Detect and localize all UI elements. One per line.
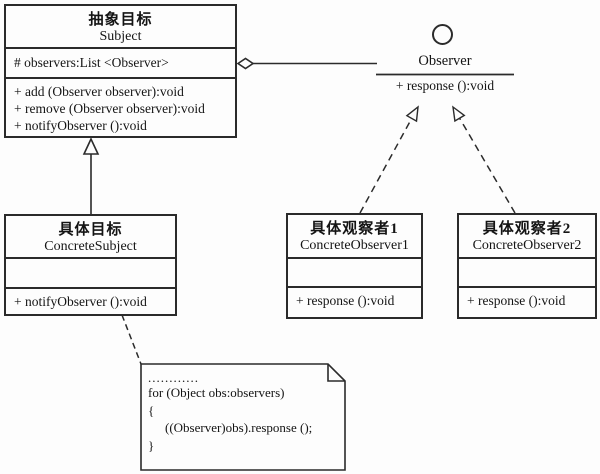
class-concrete-subject-name-cn: 具体目标 [58, 222, 123, 238]
realization-arrowhead-1-icon [405, 105, 419, 123]
method-row: + remove (Observer observer):void [14, 101, 205, 116]
note-shape [140, 363, 346, 471]
lollipop-interface-icon [432, 24, 453, 45]
note-line: for (Object obs:observers) [148, 385, 285, 400]
note-line: } [148, 437, 155, 453]
class-subject-title: 抽象目标 Subject [6, 6, 235, 49]
attribute-row: # observers:List <Observer> [14, 55, 169, 70]
note-line: ............ [148, 370, 199, 385]
code-note: ............ for (Object obs:observers) … [148, 371, 340, 454]
generalization-triangle-icon [82, 137, 100, 155]
class-concrete-subject-attributes [6, 259, 175, 289]
class-concrete-observer2: 具体观察者2 ConcreteObserver2 + response ():v… [457, 213, 597, 319]
realization-line-2 [458, 117, 516, 214]
note-connector-line [121, 314, 142, 365]
class-concrete-observer1-methods: + response ():void [288, 288, 421, 317]
class-subject-attributes: # observers:List <Observer> [6, 49, 235, 79]
note-dogear-icon [327, 364, 345, 382]
realization-line-1 [359, 118, 413, 214]
class-concrete-subject-title: 具体目标 ConcreteSubject [6, 216, 175, 259]
method-row: + notifyObserver ():void [14, 294, 147, 309]
method-row: + add (Observer observer):void [14, 84, 184, 99]
class-subject-methods: + add (Observer observer):void + remove … [6, 79, 235, 134]
class-subject: 抽象目标 Subject # observers:List <Observer>… [4, 4, 237, 138]
class-concrete-subject-name-en: ConcreteSubject [44, 239, 137, 254]
interface-observer-name: Observer [418, 53, 472, 69]
class-subject-name-cn: 抽象目标 [88, 12, 153, 28]
class-concrete-observer2-name-en: ConcreteObserver2 [472, 238, 582, 253]
method-row: + response ():void [296, 293, 395, 308]
class-concrete-observer1: 具体观察者1 ConcreteObserver1 + response ():v… [286, 213, 423, 319]
class-concrete-observer2-methods: + response ():void [459, 288, 595, 317]
note-line: { [148, 402, 155, 418]
class-concrete-observer2-title: 具体观察者2 ConcreteObserver2 [459, 215, 595, 259]
class-concrete-observer2-name-cn: 具体观察者2 [482, 221, 572, 237]
class-concrete-subject-methods: + notifyObserver ():void [6, 289, 175, 314]
method-row: + response ():void [467, 293, 566, 308]
class-concrete-observer1-name-cn: 具体观察者1 [310, 221, 399, 237]
class-concrete-observer1-title: 具体观察者1 ConcreteObserver1 [288, 215, 421, 259]
class-concrete-observer2-attributes [459, 259, 595, 288]
class-concrete-observer1-attributes [288, 259, 421, 288]
class-concrete-observer1-name-en: ConcreteObserver1 [300, 238, 409, 253]
class-subject-name-en: Subject [99, 29, 142, 44]
realization-arrowhead-2-icon [452, 105, 466, 123]
class-concrete-subject: 具体目标 ConcreteSubject + notifyObserver ()… [4, 214, 177, 316]
interface-observer-method: + response ():void [395, 78, 495, 93]
note-line: ((Observer)obs).response (); [165, 420, 313, 435]
aggregation-diamond-icon [236, 57, 255, 70]
method-row: + notifyObserver ():void [14, 118, 147, 133]
